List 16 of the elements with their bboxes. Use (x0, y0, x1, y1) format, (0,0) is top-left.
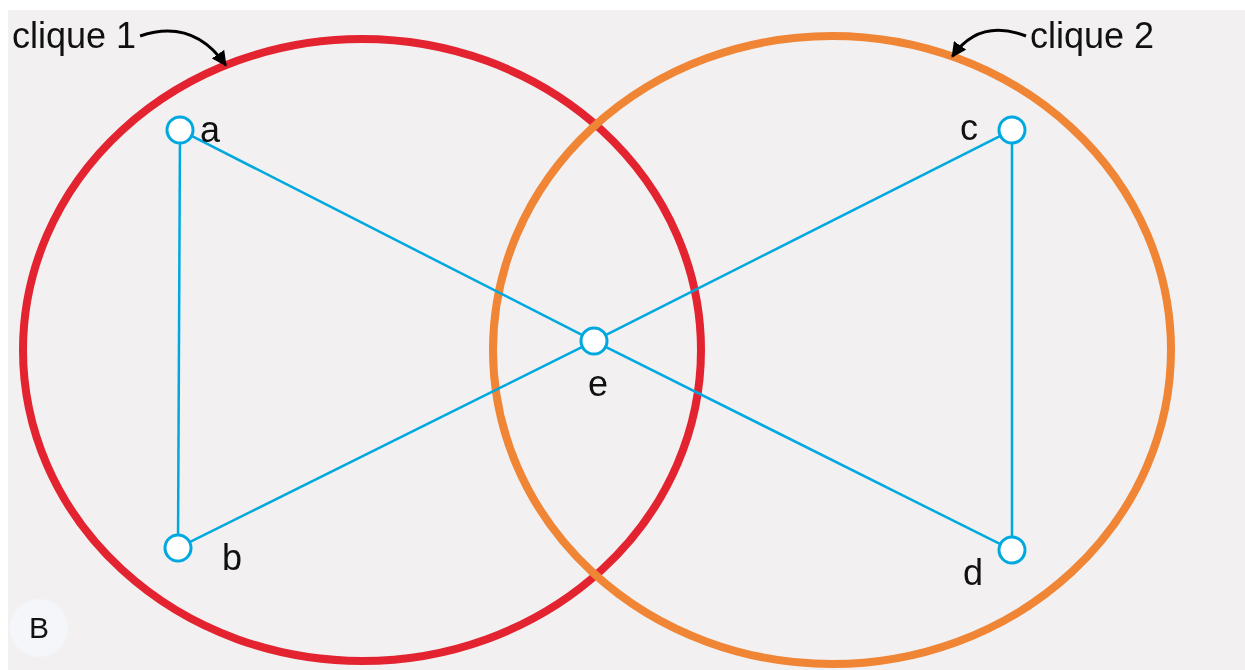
vertex-label: d (963, 555, 984, 591)
graph-edge (605, 345, 1001, 546)
graph-edge (605, 134, 1001, 337)
vertex-label: e (588, 366, 609, 402)
graph-edge (191, 134, 583, 337)
vertex-label: a (200, 112, 221, 148)
vertex-label: c (960, 110, 978, 146)
graph-edge (1010, 143, 1014, 537)
graph-edge (189, 345, 583, 544)
vertex-label: b (222, 540, 243, 576)
group-label: clique 1 (12, 18, 137, 54)
graph-edge (176, 143, 182, 535)
leader-arrow (951, 28, 1027, 58)
leader-arrow (139, 29, 227, 67)
group-label: clique 2 (1030, 18, 1155, 54)
panel-label: B (10, 599, 68, 657)
